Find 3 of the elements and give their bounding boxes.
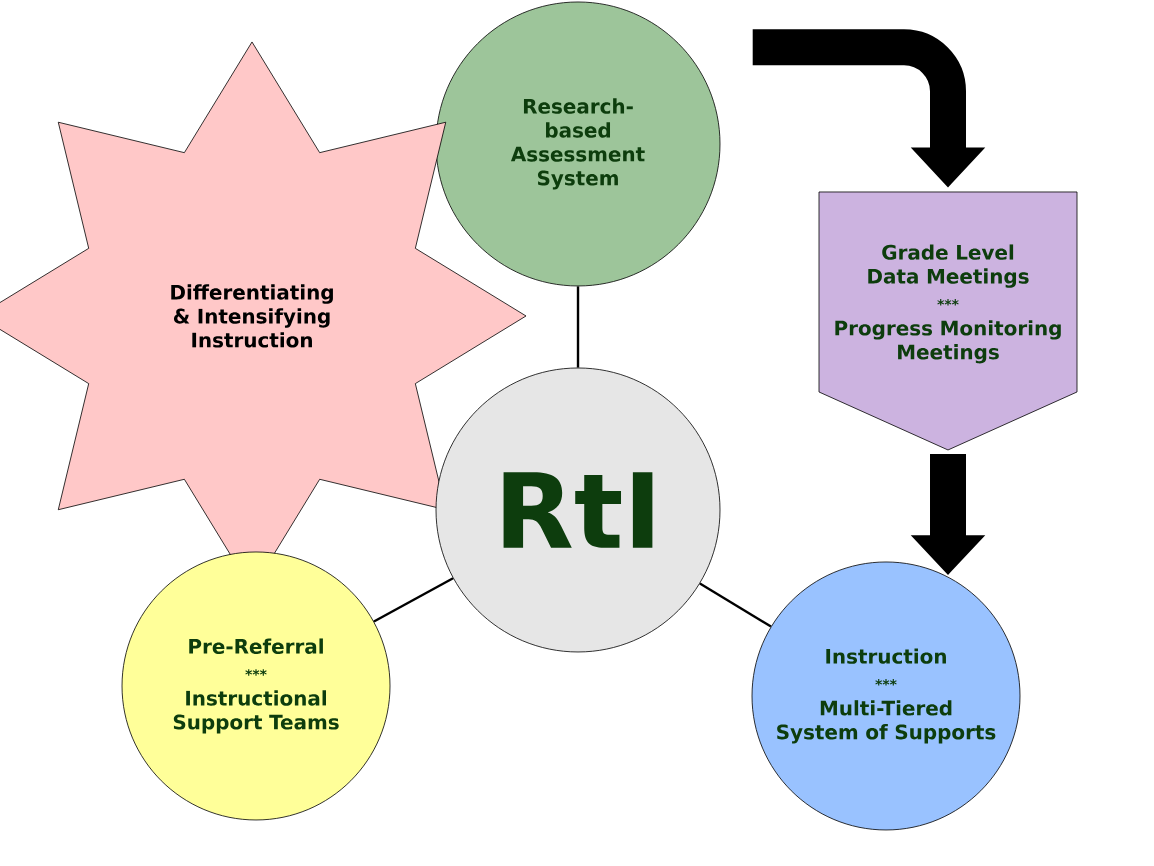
connector-line bbox=[576, 286, 580, 368]
connector-line bbox=[373, 577, 454, 623]
connector-line bbox=[699, 582, 772, 628]
